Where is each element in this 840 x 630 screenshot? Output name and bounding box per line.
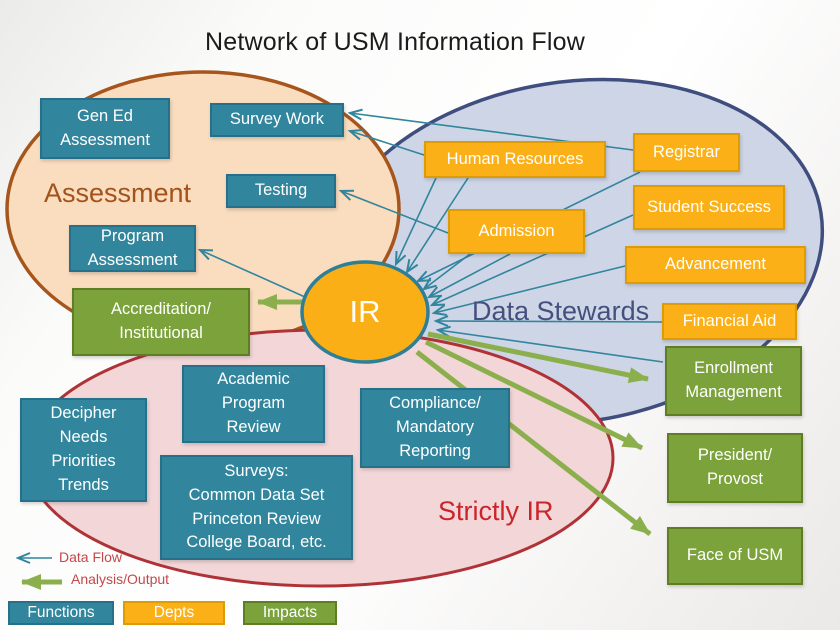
impact-box-enrollment-management: Enrollment Management bbox=[665, 346, 802, 416]
ir-hub-label: IR bbox=[349, 294, 381, 329]
dept-box-admission: Admission bbox=[448, 209, 585, 254]
arrow-hr-to-ir-2 bbox=[407, 177, 469, 272]
function-box-program-assessment: Program Assessment bbox=[69, 225, 196, 272]
dept-box-student-success: Student Success bbox=[633, 185, 785, 230]
legend-depts-swatch: Depts bbox=[123, 601, 225, 625]
impact-box-president-provost: President/ Provost bbox=[667, 433, 803, 503]
strictly-ir-region-label: Strictly IR bbox=[438, 496, 554, 526]
arrow-student-success-to-ir bbox=[432, 214, 634, 305]
dept-box-financial-aid: Financial Aid bbox=[662, 303, 797, 340]
page-title: Network of USM Information Flow bbox=[205, 28, 585, 56]
function-box-compliance: Compliance/ Mandatory Reporting bbox=[360, 388, 510, 468]
arrow-admission-to-testing bbox=[341, 191, 449, 234]
arrow-admission-to-ir-2 bbox=[429, 253, 511, 297]
data-stewards-region-label: Data Stewards bbox=[472, 296, 650, 326]
dept-box-advancement: Advancement bbox=[625, 246, 806, 284]
arrow-ir-to-program-assessment bbox=[200, 250, 306, 298]
ir-hub-circle bbox=[300, 260, 430, 364]
arrow-ir-to-enrollment bbox=[427, 331, 649, 384]
impact-box-accreditation-institutional: Accreditation/ Institutional bbox=[72, 288, 250, 356]
function-box-survey-work: Survey Work bbox=[210, 103, 344, 137]
analysis-output-arrows bbox=[21, 294, 652, 590]
arrow-hr-to-ir bbox=[396, 177, 437, 264]
dept-box-human-resources: Human Resources bbox=[424, 141, 606, 178]
arrow-financial-aid-to-ir bbox=[436, 321, 663, 322]
arrow-advancement-to-ir bbox=[434, 265, 626, 313]
legend-functions-swatch: Functions bbox=[8, 601, 114, 625]
legend-analysis-output-label: Analysis/Output bbox=[71, 571, 170, 587]
dept-box-registrar: Registrar bbox=[633, 133, 740, 172]
function-box-testing: Testing bbox=[226, 174, 336, 208]
data-flow-arrows bbox=[18, 113, 664, 558]
function-box-decipher-needs: Decipher Needs Priorities Trends bbox=[20, 398, 147, 502]
legend-data-flow-label: Data Flow bbox=[59, 549, 123, 565]
function-box-surveys: Surveys: Common Data Set Princeton Revie… bbox=[160, 455, 353, 560]
arrow-ir-to-face-of-usm bbox=[415, 350, 652, 536]
function-box-academic-program-review: Academic Program Review bbox=[182, 365, 325, 443]
impact-box-face-of-usm: Face of USM bbox=[667, 527, 803, 585]
arrow-hr-to-survey-work bbox=[350, 131, 425, 156]
function-box-gen-ed-assessment: Gen Ed Assessment bbox=[40, 98, 170, 159]
legend-impacts-swatch: Impacts bbox=[243, 601, 337, 625]
arrow-enrollment-to-ir bbox=[438, 330, 664, 363]
arrow-ir-to-president bbox=[424, 339, 644, 451]
arrow-admission-to-ir bbox=[424, 253, 471, 289]
assessment-region-label: Assessment bbox=[44, 178, 192, 208]
